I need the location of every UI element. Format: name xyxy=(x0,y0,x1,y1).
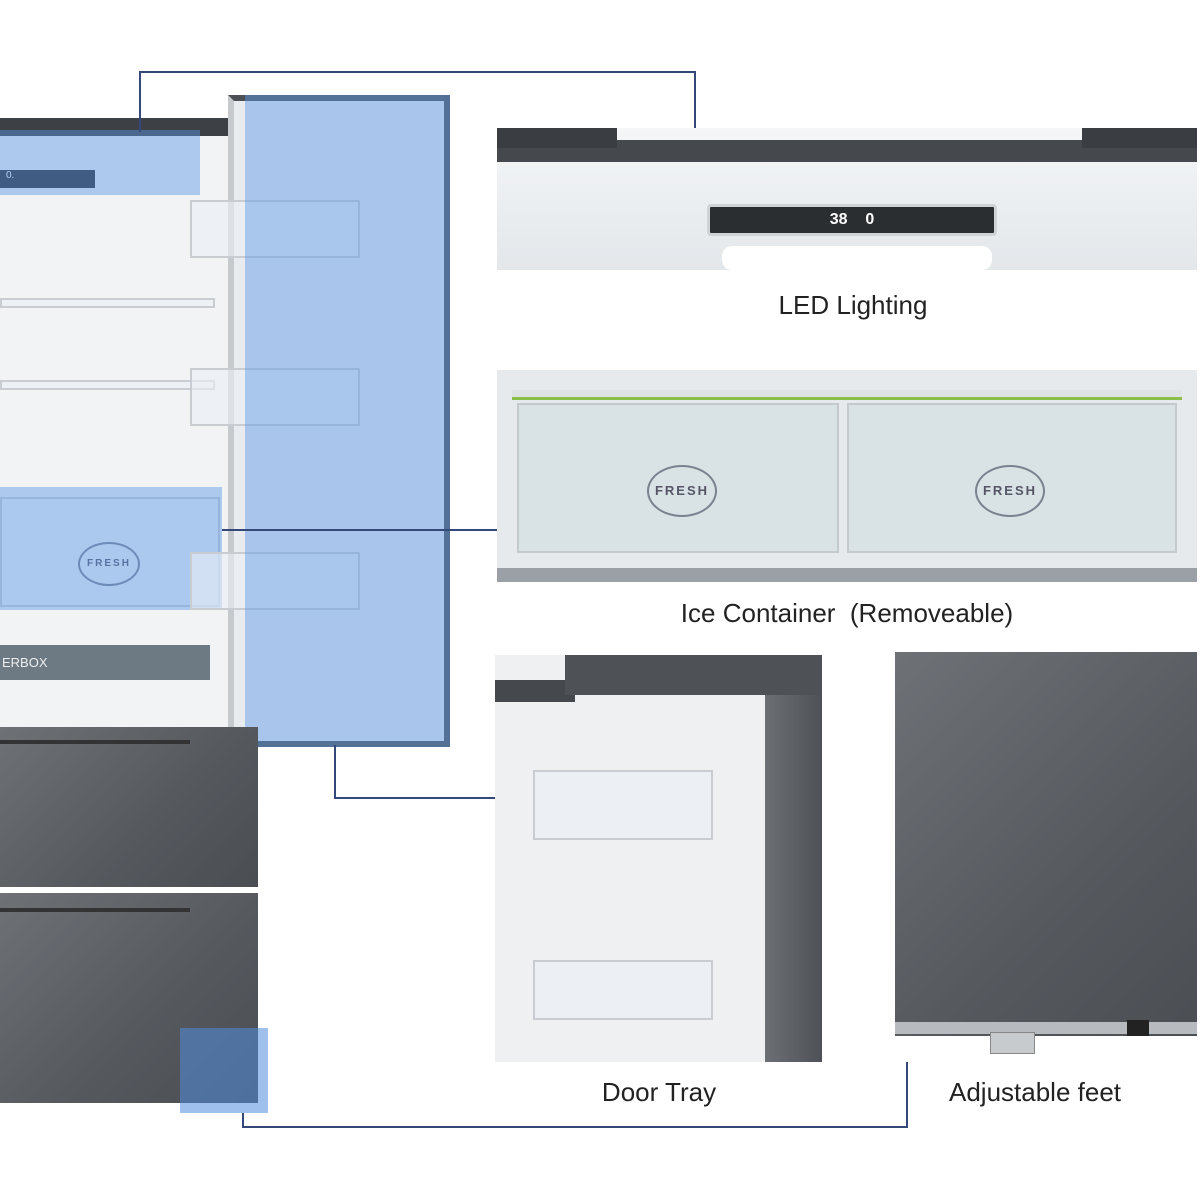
label-adjustable-feet: Adjustable feet xyxy=(948,1077,1122,1107)
led-light-strip xyxy=(722,246,992,270)
fridge-top-frame xyxy=(0,118,240,136)
highlight-feet xyxy=(180,1028,268,1113)
door-bin xyxy=(190,200,360,258)
temperature-display: 0. xyxy=(0,170,95,188)
door-tray-photo xyxy=(495,655,822,1062)
led-display-panel: 38 0 xyxy=(707,204,997,236)
freezer-drawer-upper xyxy=(0,727,258,887)
connector-feet xyxy=(242,1126,908,1128)
highlight-crisper xyxy=(0,487,222,610)
fridge-shelf xyxy=(0,298,215,308)
label-ice-container: Ice Container (Removeable) xyxy=(680,598,1014,628)
door-tray-bin xyxy=(533,960,713,1020)
door-tray-bin xyxy=(533,770,713,840)
highlight-top xyxy=(0,130,200,195)
separator xyxy=(852,211,861,228)
base-strip xyxy=(895,1022,1197,1034)
hinge xyxy=(1082,128,1197,148)
crisper-logo: FRESH xyxy=(78,542,140,586)
label-led-lighting: LED Lighting xyxy=(778,290,928,320)
door-top xyxy=(565,655,822,695)
connector-led xyxy=(694,71,696,159)
fridge-shelf xyxy=(0,380,215,390)
top-frame xyxy=(497,140,1197,162)
connector-door xyxy=(334,745,336,798)
bottom-frame xyxy=(497,568,1197,582)
top-frame xyxy=(495,680,575,702)
door-bin xyxy=(190,552,360,610)
fresh-logo-left: FRESH xyxy=(647,465,717,517)
door-edge xyxy=(765,655,822,1062)
fresh-logo-right: FRESH xyxy=(975,465,1045,517)
drawer-handle xyxy=(0,740,190,744)
floor xyxy=(895,1036,1197,1062)
glass-shelf xyxy=(512,390,1182,400)
connector-led xyxy=(139,71,696,73)
freezer-temp: 0 xyxy=(865,211,875,228)
led-lighting-photo: 38 0 xyxy=(497,128,1197,270)
fridge-temp: 38 xyxy=(829,211,848,228)
drawer-handle xyxy=(0,908,190,912)
ice-container-photo: FRESH FRESH xyxy=(497,370,1197,582)
adjustable-feet-photo xyxy=(895,652,1197,1062)
deli-drawer: ERBOX xyxy=(0,645,210,680)
wheel xyxy=(1127,1020,1149,1036)
connector-ice xyxy=(222,529,498,531)
connector-led xyxy=(139,72,141,132)
connector-feet xyxy=(242,1113,244,1128)
highlight-door xyxy=(245,95,450,747)
foot xyxy=(990,1032,1035,1054)
hinge xyxy=(497,128,617,148)
connector-feet xyxy=(906,1030,908,1128)
label-door-tray: Door Tray xyxy=(601,1077,717,1107)
door-bin xyxy=(190,368,360,426)
